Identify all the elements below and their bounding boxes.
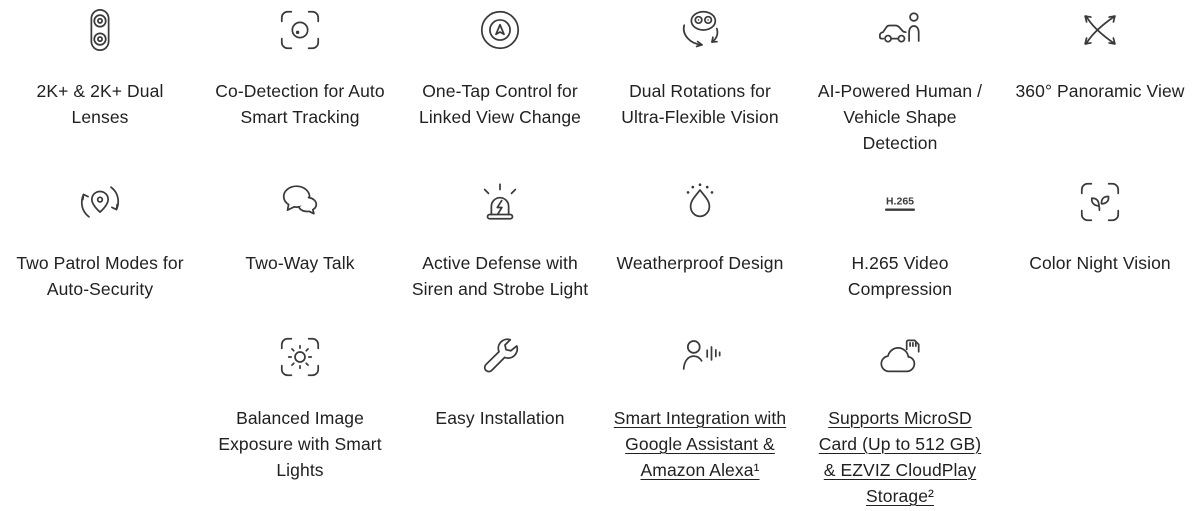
feature-item-weatherproof: Weatherproof Design xyxy=(600,178,800,325)
feature-item-two-way-talk: Two-Way Talk xyxy=(200,178,400,325)
microsd-cloud-storage-icon xyxy=(877,333,923,381)
h265-icon: H.265 xyxy=(877,178,923,226)
feature-row-1: 2K+ & 2K+ Dual Lenses Co-Detection for A… xyxy=(0,0,1200,172)
feature-item-siren-strobe: Active Defense with Siren and Strobe Lig… xyxy=(400,178,600,325)
feature-row-2: Two Patrol Modes for Auto-Security Two-W… xyxy=(0,172,1200,325)
feature-label: Active Defense with Siren and Strobe Lig… xyxy=(411,253,589,299)
feature-label: Two Patrol Modes for Auto-Security xyxy=(16,253,184,299)
feature-label: One-Tap Control for Linked View Change xyxy=(418,81,581,127)
feature-label: Dual Rotations for Ultra-Flexible Vision xyxy=(621,81,779,127)
feature-item-h265: H.265 H.265 Video Compression xyxy=(800,178,1000,325)
feature-label: Color Night Vision xyxy=(1029,253,1171,273)
feature-item-human-vehicle-detection: AI-Powered Human / Vehicle Shape Detecti… xyxy=(800,6,1000,172)
feature-item-color-night-vision: Color Night Vision xyxy=(1000,178,1200,325)
feature-label: Easy Installation xyxy=(435,408,565,428)
co-detection-icon xyxy=(277,6,323,54)
human-vehicle-detection-icon xyxy=(877,6,923,54)
patrol-modes-icon xyxy=(77,178,123,226)
feature-item-smart-integration: Smart Integration with Google Assistant … xyxy=(600,333,800,509)
one-tap-control-icon xyxy=(477,6,523,54)
feature-item-microsd-cloud-storage: Supports MicroSD Card (Up to 512 GB) & E… xyxy=(800,333,1000,509)
feature-item-easy-installation: Easy Installation xyxy=(400,333,600,509)
siren-strobe-icon xyxy=(477,178,523,226)
feature-label: Weatherproof Design xyxy=(616,253,784,273)
balanced-exposure-icon xyxy=(277,333,323,381)
smart-integration-icon xyxy=(677,333,723,381)
dual-rotations-icon xyxy=(677,6,723,54)
feature-label: Balanced Image Exposure with Smart Light… xyxy=(218,408,382,480)
easy-installation-icon xyxy=(477,333,523,381)
feature-item-dual-lenses: 2K+ & 2K+ Dual Lenses xyxy=(0,6,200,172)
feature-item-patrol-modes: Two Patrol Modes for Auto-Security xyxy=(0,178,200,325)
feature-label: 360° Panoramic View xyxy=(1015,81,1185,101)
two-way-talk-icon xyxy=(277,178,323,226)
feature-row-3: Balanced Image Exposure with Smart Light… xyxy=(0,325,1200,509)
feature-item-co-detection: Co-Detection for Auto Smart Tracking xyxy=(200,6,400,172)
feature-label: 2K+ & 2K+ Dual Lenses xyxy=(36,81,164,127)
feature-label: Co-Detection for Auto Smart Tracking xyxy=(215,81,385,127)
feature-label: H.265 Video Compression xyxy=(847,253,953,299)
feature-link[interactable]: Supports MicroSD Card (Up to 512 GB) & E… xyxy=(818,408,982,506)
feature-item-balanced-exposure: Balanced Image Exposure with Smart Light… xyxy=(200,333,400,509)
feature-link[interactable]: Smart Integration with Google Assistant … xyxy=(613,408,787,480)
feature-label: Two-Way Talk xyxy=(245,253,355,273)
weatherproof-icon xyxy=(677,178,723,226)
h265-icon-text: H.265 xyxy=(886,195,914,207)
feature-item-dual-rotations: Dual Rotations for Ultra-Flexible Vision xyxy=(600,6,800,172)
panoramic-view-icon xyxy=(1077,6,1123,54)
color-night-vision-icon xyxy=(1077,178,1123,226)
feature-item-one-tap-control: One-Tap Control for Linked View Change xyxy=(400,6,600,172)
feature-item-panoramic-view: 360° Panoramic View xyxy=(1000,6,1200,172)
feature-label: AI-Powered Human / Vehicle Shape Detecti… xyxy=(817,81,983,153)
dual-lens-icon xyxy=(77,6,123,54)
